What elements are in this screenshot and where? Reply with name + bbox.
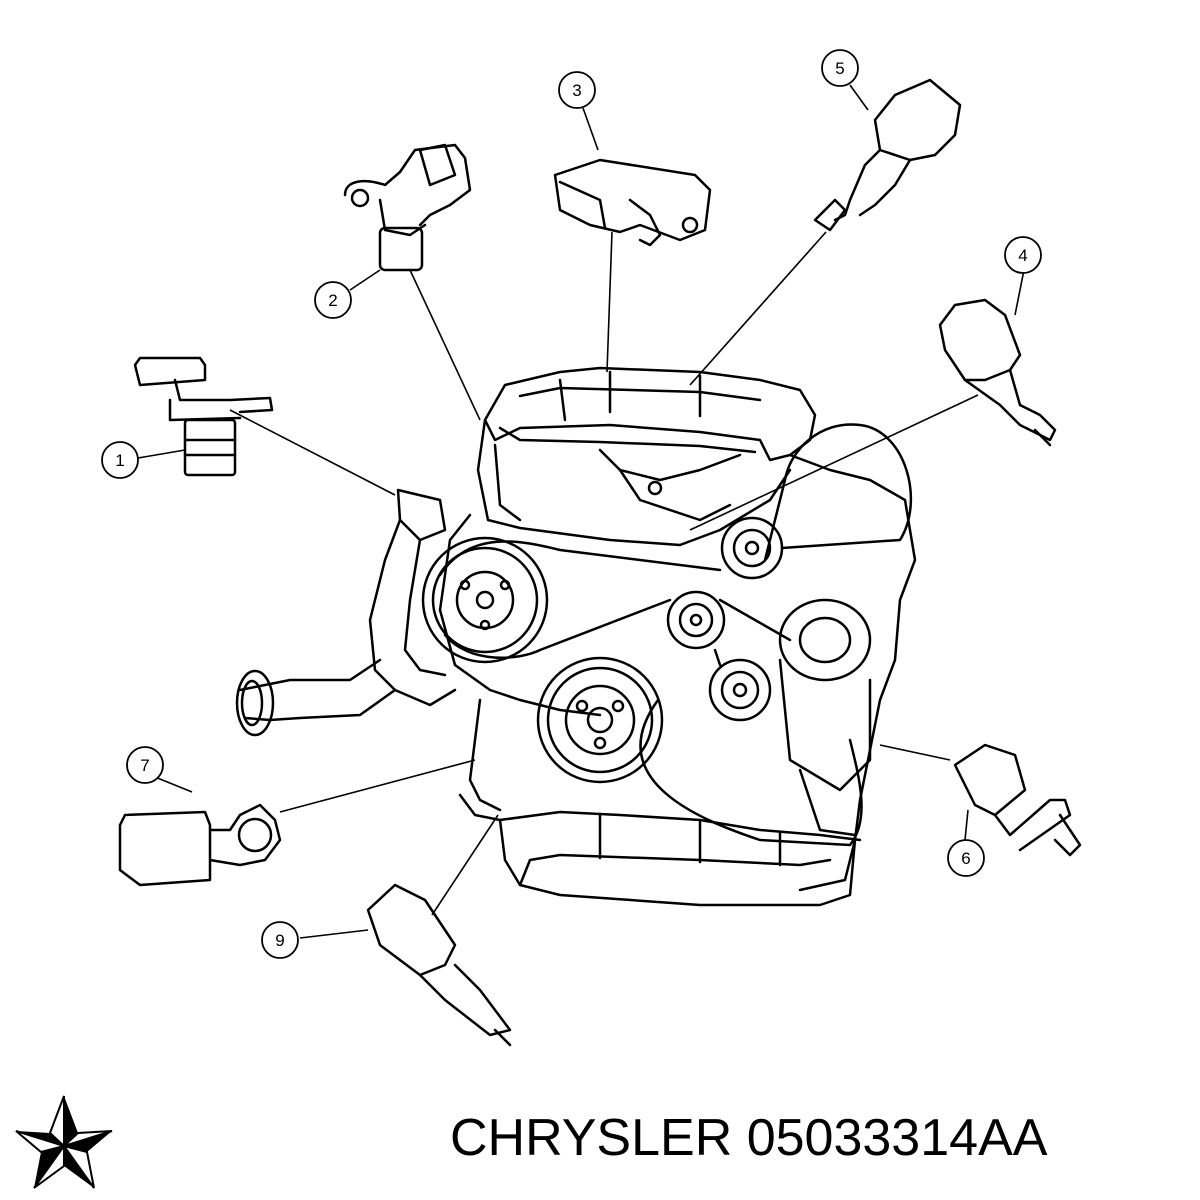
sensor-2-crank-position bbox=[343, 143, 472, 272]
chrysler-pentastar-icon bbox=[15, 1095, 113, 1189]
sensor-callout-5: 5 bbox=[821, 49, 859, 87]
callout-number: 9 bbox=[275, 931, 284, 950]
sensor-callout-7: 7 bbox=[126, 746, 164, 784]
sensor-callout-3: 3 bbox=[558, 71, 596, 109]
engine-block bbox=[438, 366, 917, 907]
sensor-5-oil-pressure bbox=[813, 78, 962, 232]
callout-number: 7 bbox=[140, 756, 149, 775]
coolant-pipe bbox=[235, 488, 457, 737]
sensor-7-knock bbox=[118, 803, 282, 887]
sensor-4-coolant-temp bbox=[938, 298, 1057, 447]
part-caption: CHRYSLER 05033314AA bbox=[450, 1108, 1047, 1168]
crankshaft-pulley bbox=[536, 656, 664, 784]
sensor-3-map bbox=[553, 158, 712, 247]
callouts: 1 2 3 4 5 6 7 9 bbox=[101, 49, 1042, 959]
sensor-9-temp bbox=[366, 883, 512, 1047]
leader-lines bbox=[137, 84, 1025, 939]
callout-number: 2 bbox=[328, 291, 337, 310]
alternator bbox=[778, 598, 872, 837]
serpentine-belt bbox=[438, 423, 913, 847]
idler-pulleys bbox=[666, 516, 784, 722]
callout-number: 4 bbox=[1018, 246, 1027, 265]
sensor-callout-9: 9 bbox=[261, 921, 299, 959]
callout-number: 3 bbox=[572, 81, 581, 100]
sensor-callout-4: 4 bbox=[1004, 236, 1042, 274]
part-number: 05033314AA bbox=[746, 1109, 1048, 1167]
sensor-callout-2: 2 bbox=[314, 281, 352, 319]
sensor-callout-1: 1 bbox=[101, 441, 139, 479]
brand-name: CHRYSLER bbox=[450, 1109, 733, 1167]
callout-number: 1 bbox=[115, 451, 124, 470]
callout-number: 6 bbox=[961, 849, 970, 868]
sensor-callout-6: 6 bbox=[947, 839, 985, 877]
water-pump-pulley bbox=[421, 536, 549, 664]
sensor-1-cam-position bbox=[133, 356, 274, 477]
callout-number: 5 bbox=[835, 59, 844, 78]
sensor-6-knock bbox=[953, 743, 1082, 857]
